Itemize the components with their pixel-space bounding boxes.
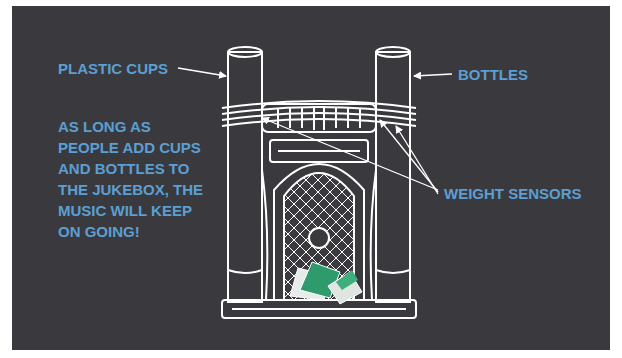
part-label: BOTTLES xyxy=(458,64,568,85)
coin-slot xyxy=(309,228,329,248)
dark-panel xyxy=(12,6,610,350)
note-text: AS LONG AS PEOPLE ADD CUPS AND BOTTLES T… xyxy=(58,116,208,242)
part-label: PLASTIC CUPS xyxy=(58,58,176,79)
cups-and-bottles xyxy=(290,262,362,304)
part-label: WEIGHT SENSORS xyxy=(444,183,594,204)
jukebox-outline xyxy=(222,47,416,318)
leader-lines xyxy=(178,68,452,194)
